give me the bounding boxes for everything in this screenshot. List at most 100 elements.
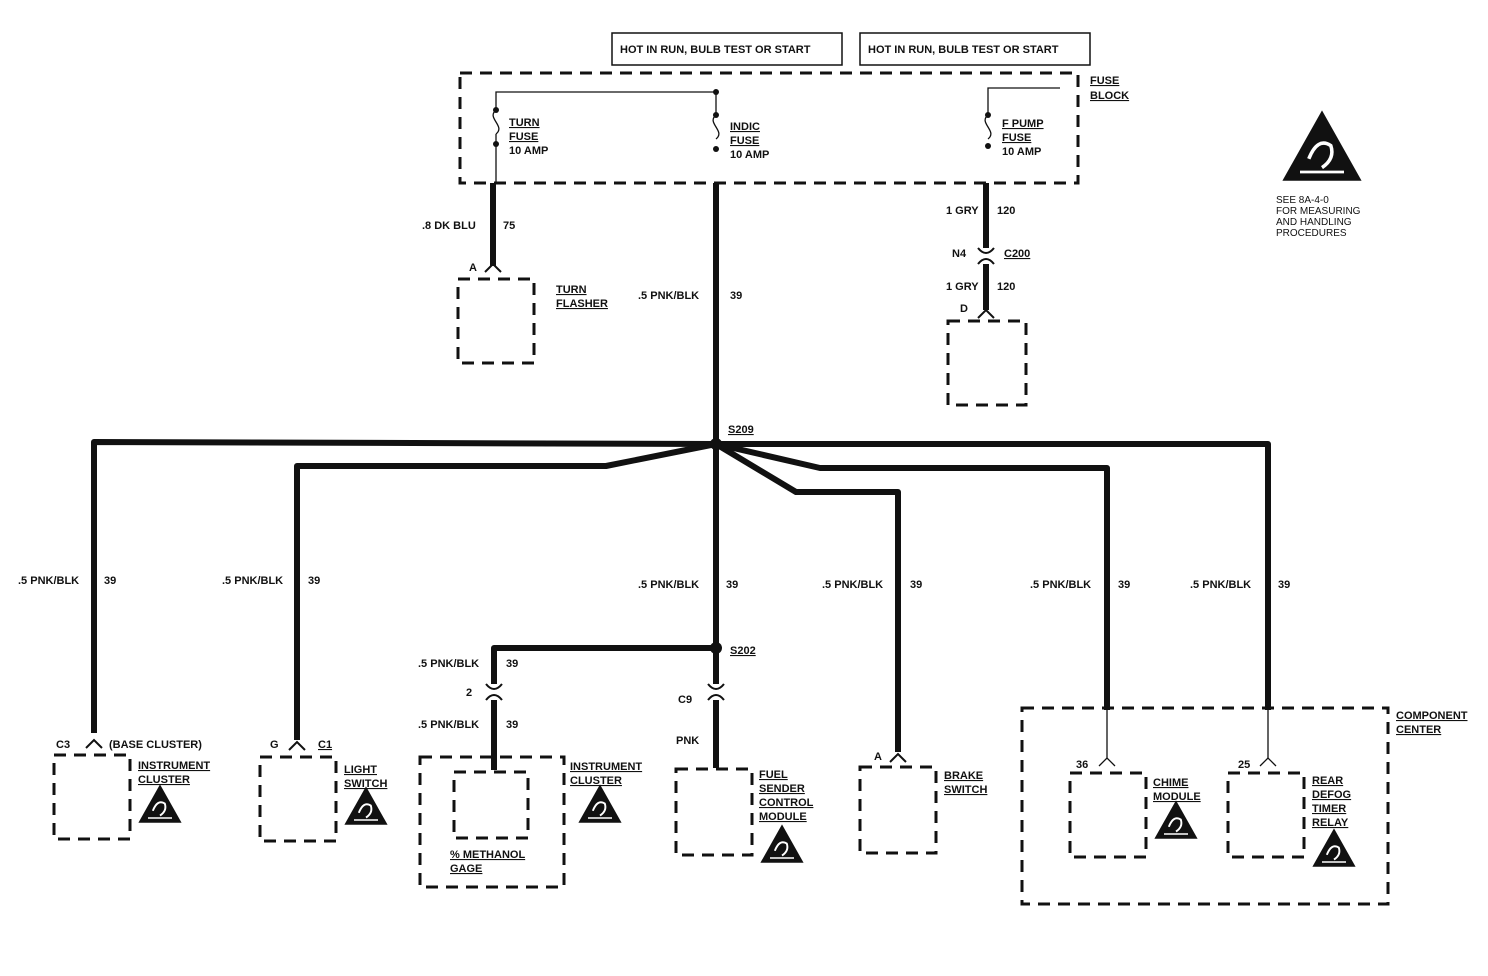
turn-fuse-label-3: 10 AMP (509, 145, 548, 157)
fuel-sender-module: FUEL SENDER CONTROL MODULE (674, 767, 814, 864)
methanol-gage-label-1: % METHANOL (450, 849, 525, 861)
esd-icon-chime (1153, 799, 1199, 840)
branch-1-num: 39 (104, 575, 116, 587)
turn-flasher-circuit: .8 DK BLU 75 A TURN FLASHER (422, 183, 608, 365)
branch-1-wire: .5 PNK/BLK (18, 575, 79, 587)
connector-2: 2 (466, 687, 472, 699)
brake-switch-label-1: BRAKE (944, 770, 983, 782)
fpump-fuse-label-1: F PUMP (1002, 118, 1044, 130)
indic-fuse-label-2: FUSE (730, 135, 759, 147)
turn-fuse: TURN FUSE 10 AMP (492, 107, 548, 183)
brake-switch: A BRAKE SWITCH (858, 751, 987, 855)
connector-25: 25 (1238, 759, 1250, 771)
connector-c3: C3 (56, 739, 70, 751)
connector-a-brake: A (874, 751, 882, 763)
esd-icon-light-switch (343, 785, 389, 826)
component-center-label-1: COMPONENT (1396, 710, 1468, 722)
fuse-block-title-2: BLOCK (1090, 90, 1129, 102)
connector-c9: C9 (678, 694, 692, 706)
branch-6-wire: .5 PNK/BLK (1190, 579, 1251, 591)
branch-3-wire: .5 PNK/BLK (638, 579, 699, 591)
rear-defog-label-1: REAR (1312, 775, 1343, 787)
chime-module-label-2: MODULE (1153, 791, 1201, 803)
turn-fuse-label-1: TURN (509, 117, 540, 129)
connector-d: D (960, 303, 968, 315)
connector-a-flasher: A (469, 262, 477, 274)
base-instrument-cluster: C3 (BASE CLUSTER) INSTRUMENT CLUSTER (52, 738, 210, 841)
wire-num-75: 75 (503, 220, 515, 232)
methanol-gage-label-2: GAGE (450, 863, 482, 875)
branch-4-wire: .5 PNK/BLK (822, 579, 883, 591)
light-switch-label-1: LIGHT (344, 764, 377, 776)
gage-num-1: 39 (506, 658, 518, 670)
esd-note-1: SEE 8A-4-0 (1276, 195, 1329, 206)
esd-icon-cluster (577, 783, 623, 824)
fuel-sender-label-3: CONTROL (759, 797, 814, 809)
fpump-circuit: 1 GRY 120 N4 C200 1 GRY 120 D (946, 183, 1030, 407)
instrument-cluster-methanol: INSTRUMENT CLUSTER % METHANOL GAGE (418, 755, 642, 889)
wire-num-trunk: 39 (730, 290, 742, 302)
indic-fuse: INDIC FUSE 10 AMP (712, 112, 769, 161)
branch-2-wire: .5 PNK/BLK (222, 575, 283, 587)
wire-label-pnk: PNK (676, 735, 699, 747)
wire-num-120-2: 120 (997, 281, 1015, 293)
light-switch-label-2: SWITCH (344, 778, 387, 790)
component-center: COMPONENT CENTER 36 CHIME MODULE 25 REAR… (1020, 706, 1468, 906)
rear-defog-label-3: TIMER (1312, 803, 1346, 815)
gage-wire-2: .5 PNK/BLK (418, 719, 479, 731)
branch-2-num: 39 (308, 575, 320, 587)
branch-4-num: 39 (910, 579, 922, 591)
wire-num-120-1: 120 (997, 205, 1015, 217)
brake-switch-label-2: SWITCH (944, 784, 987, 796)
power-header-2: HOT IN RUN, BULB TEST OR START (859, 32, 1091, 66)
base-cluster-label: (BASE CLUSTER) (109, 739, 202, 751)
indic-fuse-label-1: INDIC (730, 121, 760, 133)
power-header-1: HOT IN RUN, BULB TEST OR START (611, 32, 843, 66)
branch-5-wire: .5 PNK/BLK (1030, 579, 1091, 591)
power-label-1: HOT IN RUN, BULB TEST OR START (620, 44, 811, 56)
main-trunk: .5 PNK/BLK 39 (638, 183, 742, 444)
splice-s202: S202 .5 PNK/BLK 39 2 .5 PNK/BLK 39 C9 PN… (418, 642, 756, 770)
component-center-label-2: CENTER (1396, 724, 1441, 736)
connector-36: 36 (1076, 759, 1088, 771)
esd-icon-defog (1311, 827, 1357, 868)
connector-n4: N4 (952, 248, 967, 260)
esd-note-2: FOR MEASURING (1276, 206, 1361, 217)
fpump-fuse-label-2: FUSE (1002, 132, 1031, 144)
rear-defog-label-2: DEFOG (1312, 789, 1351, 801)
rear-defog-label-4: RELAY (1312, 817, 1349, 829)
turn-flasher-label-1: TURN (556, 284, 587, 296)
turn-fuse-label-2: FUSE (509, 131, 538, 143)
esd-note-4: PROCEDURES (1276, 228, 1347, 239)
wire-label-dkblu: .8 DK BLU (422, 220, 476, 232)
branch-3-num: 39 (726, 579, 738, 591)
branch-6-num: 39 (1278, 579, 1290, 591)
esd-warning: SEE 8A-4-0 FOR MEASURING AND HANDLING PR… (1276, 108, 1364, 239)
instrument-cluster-label-1: INSTRUMENT (138, 760, 210, 772)
light-switch: G C1 LIGHT SWITCH (258, 739, 389, 843)
instrument-cluster-label-2: CLUSTER (138, 774, 190, 786)
gage-num-2: 39 (506, 719, 518, 731)
connector-c1: C1 (318, 739, 332, 751)
wire-label-gry-2: 1 GRY (946, 281, 979, 293)
branch-5-num: 39 (1118, 579, 1130, 591)
fuel-sender-label-4: MODULE (759, 811, 807, 823)
indic-fuse-label-3: 10 AMP (730, 149, 769, 161)
esd-note-3: AND HANDLING (1276, 217, 1352, 228)
instrument-cluster2-label-1: INSTRUMENT (570, 761, 642, 773)
esd-icon-base-cluster (137, 783, 183, 824)
connector-c200: C200 (1004, 248, 1030, 260)
wire-label-trunk: .5 PNK/BLK (638, 290, 699, 302)
fpump-fuse-label-3: 10 AMP (1002, 146, 1041, 158)
splice-s209-label: S209 (728, 424, 754, 436)
turn-flasher-label-2: FLASHER (556, 298, 608, 310)
esd-icon-fuel-sender (759, 823, 805, 864)
connector-g: G (270, 739, 279, 751)
power-label-2: HOT IN RUN, BULB TEST OR START (868, 44, 1059, 56)
fuel-sender-label-1: FUEL (759, 769, 788, 781)
splice-s202-label: S202 (730, 645, 756, 657)
instrument-cluster2-label-2: CLUSTER (570, 775, 622, 787)
fuse-block-title-1: FUSE (1090, 75, 1119, 87)
branch-labels: .5 PNK/BLK 39 .5 PNK/BLK 39 .5 PNK/BLK 3… (18, 575, 1290, 591)
